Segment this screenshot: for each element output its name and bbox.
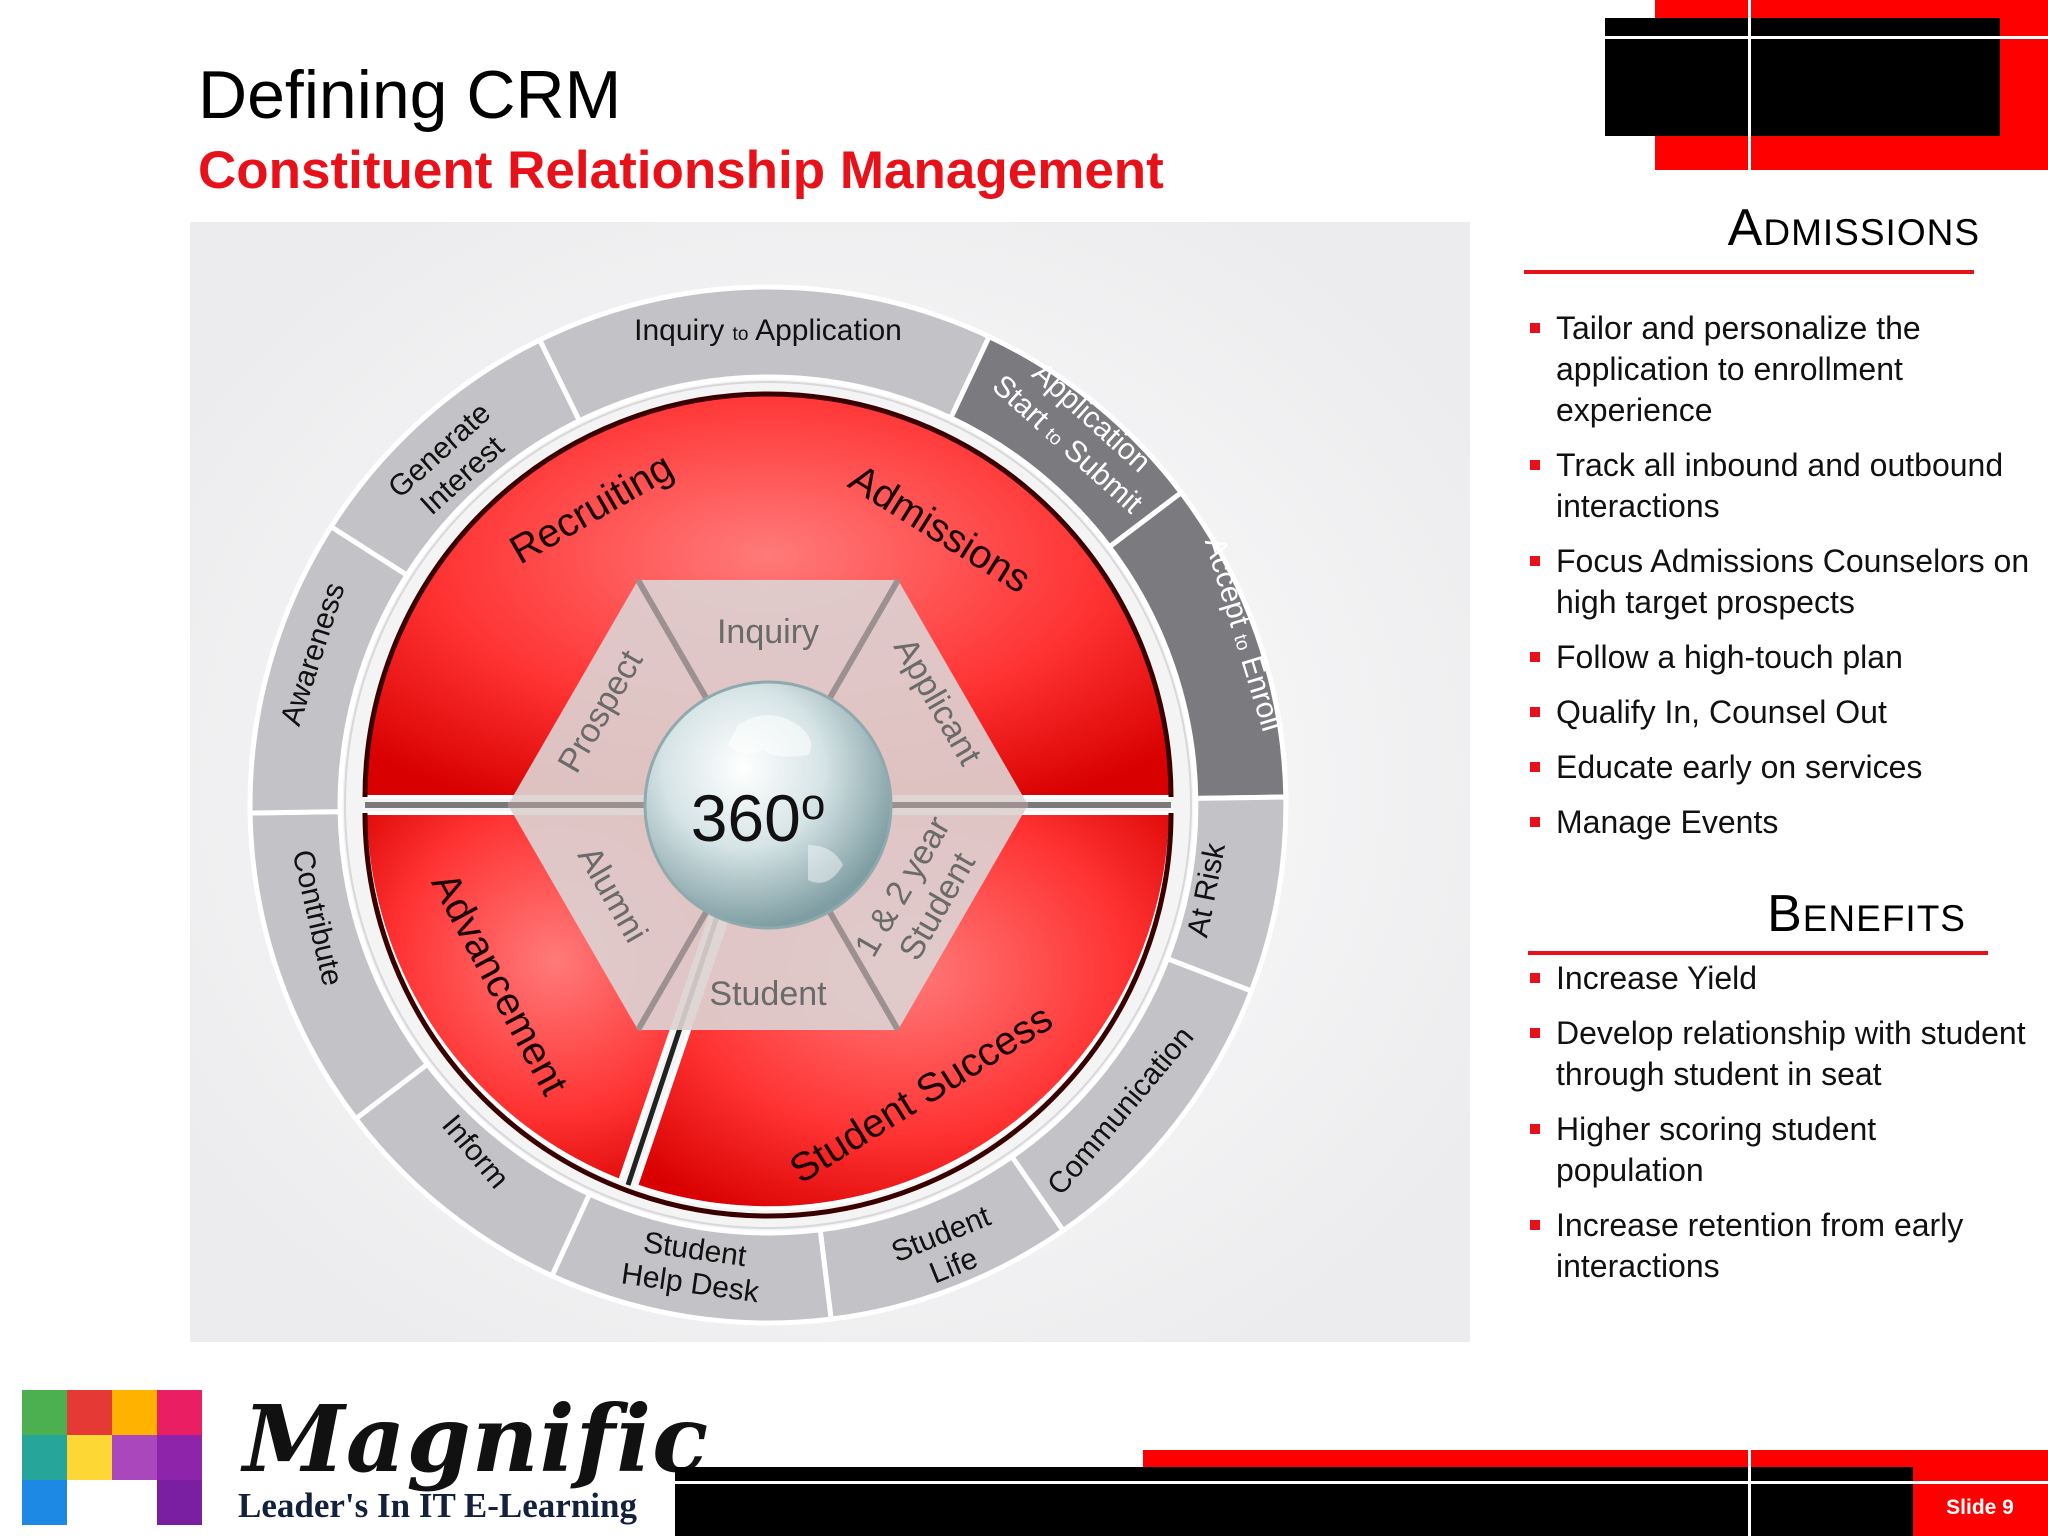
admissions-bullet: Tailor and personalize the application t… bbox=[1530, 308, 2030, 431]
benefits-divider bbox=[1528, 951, 1988, 955]
benefits-bullet: Higher scoring student population bbox=[1530, 1109, 2030, 1191]
admissions-bullet: Focus Admissions Counselors on high targ… bbox=[1530, 541, 2030, 623]
globe-icon bbox=[643, 680, 893, 930]
slide-subtitle: Constituent Relationship Management bbox=[198, 141, 1164, 200]
logo-tagline: Leader's In IT E-Learning bbox=[238, 1486, 637, 1525]
slide-number: Slide 9 bbox=[1946, 1496, 2014, 1519]
crm-360-diagram: 360o Inquiry Applicant 1 & 2 year Studen… bbox=[190, 222, 1470, 1342]
slide-title: Defining CRM bbox=[198, 57, 622, 133]
footer-decoration-black bbox=[675, 1467, 1913, 1536]
footer-decoration-line bbox=[1748, 1450, 1751, 1536]
admissions-bullet: Qualify In, Counsel Out bbox=[1530, 692, 2030, 733]
benefits-heading-rest: ENEFITS bbox=[1802, 898, 1966, 939]
benefits-heading: BENEFITS bbox=[68, 884, 2048, 944]
admissions-bullet: Educate early on services bbox=[1530, 747, 2030, 788]
ring-label-accept-to: to bbox=[1229, 632, 1254, 653]
benefits-bullet: Increase retention from early interactio… bbox=[1530, 1205, 2030, 1287]
admissions-heading: ADMISSIONS bbox=[68, 198, 2048, 258]
svg-text:360o: 360o bbox=[691, 780, 826, 855]
admissions-bullet-list: Tailor and personalize the application t… bbox=[1530, 308, 2030, 857]
ring-label-application: Application bbox=[748, 314, 901, 347]
admissions-heading-rest: DMISSIONS bbox=[1763, 212, 1980, 253]
benefits-bullet-list: Increase Yield Develop relationship with… bbox=[1530, 958, 2030, 1301]
admissions-bullet: Track all inbound and outbound interacti… bbox=[1530, 445, 2030, 527]
corner-decoration-line bbox=[1605, 36, 2048, 39]
crm-wheel-svg: 360o Inquiry Applicant 1 & 2 year Studen… bbox=[190, 222, 1470, 1342]
ring-segment-generate-interest bbox=[327, 336, 583, 579]
benefits-bullet: Develop relationship with student throug… bbox=[1530, 1013, 2030, 1095]
corner-decoration-line bbox=[1748, 0, 1751, 172]
admissions-divider bbox=[1524, 270, 1974, 274]
hex-label-student: Student bbox=[709, 975, 827, 1013]
benefits-heading-initial: B bbox=[1767, 885, 1803, 943]
admissions-bullet: Manage Events bbox=[1530, 802, 2030, 843]
ring-label-inquiry: Inquiry bbox=[634, 314, 732, 347]
magnific-logo-icon bbox=[22, 1390, 202, 1525]
center-360-label: 360 bbox=[691, 781, 801, 855]
center-degree-label: o bbox=[801, 780, 825, 829]
admissions-heading-initial: A bbox=[1727, 199, 1764, 257]
footer-decoration-line bbox=[675, 1481, 2048, 1484]
admissions-bullet: Follow a high-touch plan bbox=[1530, 637, 2030, 678]
logo-wordmark: Magnific bbox=[243, 1385, 710, 1493]
benefits-bullet: Increase Yield bbox=[1530, 958, 2030, 999]
hex-label-inquiry: Inquiry bbox=[717, 613, 819, 651]
ring-label-inquiry-to: to bbox=[733, 324, 749, 345]
svg-text:Inquiry to Application: Inquiry to Application bbox=[634, 314, 902, 347]
